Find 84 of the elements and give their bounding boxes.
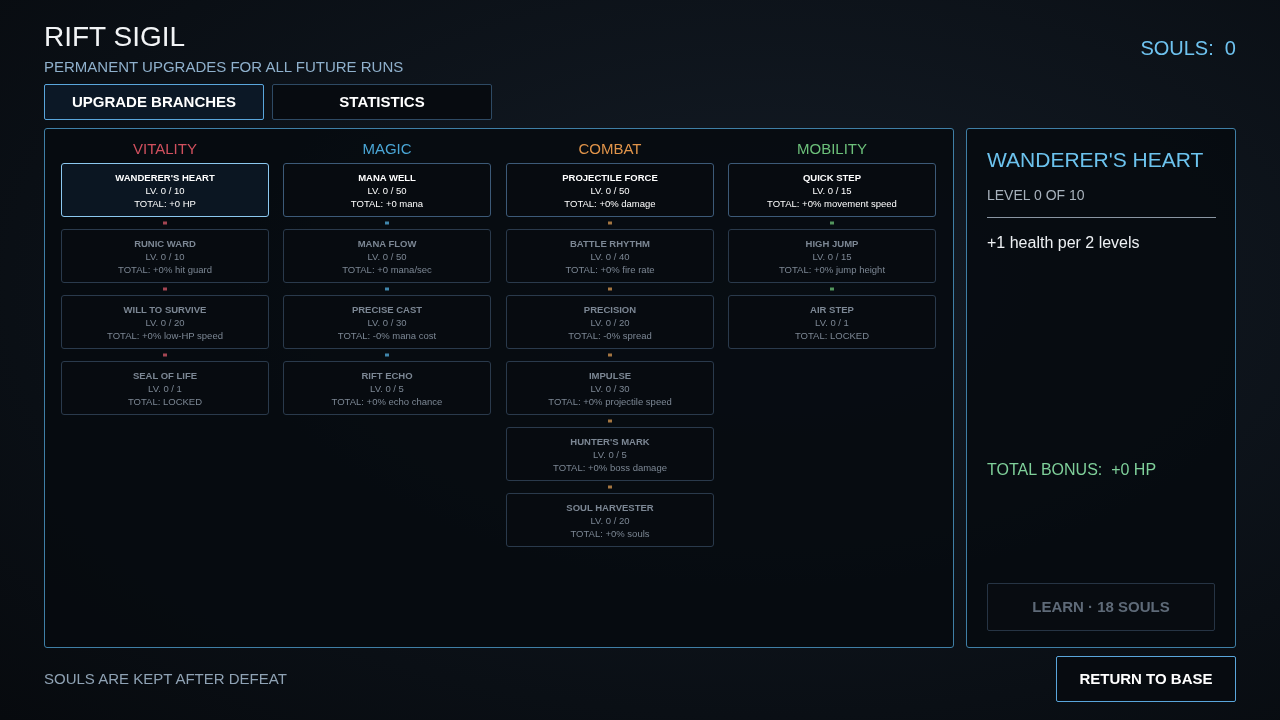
upgrade-name: BATTLE RHYTHM	[569, 237, 650, 250]
upgrade-card	[61, 163, 269, 217]
level-text: LV. 0 / 1	[148, 382, 182, 395]
branch-heading: VITALITY	[132, 140, 198, 158]
upgrade-name: HIGH JUMP	[805, 237, 859, 250]
level-text: LEVEL 0 OF 10	[987, 186, 1085, 204]
branch-heading: MOBILITY	[796, 140, 868, 158]
total-text: TOTAL: +0 mana	[350, 197, 424, 210]
level-text: LV. 0 / 20	[145, 316, 185, 329]
upgrade-card	[506, 493, 714, 547]
upgrade-card	[506, 229, 714, 283]
total-text: TOTAL: +0% souls	[570, 527, 650, 540]
tab: UPGRADE BRANCHES	[44, 84, 264, 120]
detail-title: WANDERER'S HEART	[987, 147, 1204, 173]
total-text: TOTAL: +0% movement speed	[767, 197, 897, 210]
upgrade-card	[283, 229, 491, 283]
level-text: LV. 0 / 5	[370, 382, 404, 395]
upgrade-card	[506, 163, 714, 217]
upgrade-name: PRECISE CAST	[351, 303, 423, 316]
total-text: TOTAL: +0% hit guard	[118, 263, 212, 276]
upgrade-name: QUICK STEP	[802, 171, 862, 184]
upgrade-card	[61, 295, 269, 349]
upgrade-card	[506, 295, 714, 349]
level-text: LV. 0 / 50	[590, 184, 630, 197]
level-text: LV. 0 / 15	[812, 250, 852, 263]
level-text: LV. 0 / 10	[145, 184, 185, 197]
upgrade-card	[61, 229, 269, 283]
upgrade-card	[728, 163, 936, 217]
upgrade-name: PROJECTILE FORCE	[562, 171, 658, 184]
souls-counter: SOULS: 0	[1140, 36, 1236, 61]
total-text: TOTAL: -0% mana cost	[337, 329, 437, 342]
level-text: LV. 0 / 20	[590, 514, 630, 527]
upgrade-name: RIFT ECHO	[361, 369, 413, 382]
level-text: LV. 0 / 5	[593, 448, 627, 461]
level-text: LV. 0 / 15	[812, 184, 852, 197]
level-text: LV. 0 / 30	[590, 382, 630, 395]
total-text: TOTAL: +0% echo chance	[331, 395, 443, 408]
total-text: TOTAL: LOCKED	[127, 395, 203, 408]
upgrade-card	[283, 295, 491, 349]
upgrade-name: PRECISION	[583, 303, 637, 316]
upgrade-card	[283, 361, 491, 415]
return-button: RETURN TO BASE	[1056, 656, 1236, 702]
upgrade-name: IMPULSE	[588, 369, 632, 382]
total-text: TOTAL: +0 HP	[134, 197, 196, 210]
subtitle: PERMANENT UPGRADES FOR ALL FUTURE RUNS	[44, 58, 404, 76]
level-text: LV. 0 / 50	[367, 250, 407, 263]
level-text: LV. 0 / 50	[367, 184, 407, 197]
level-text: LV. 0 / 1	[815, 316, 849, 329]
level-text: LV. 0 / 10	[145, 250, 185, 263]
total-text: TOTAL: +0 mana/sec	[342, 263, 432, 276]
upgrade-name: RUNIC WARD	[134, 237, 196, 250]
branch-heading: COMBAT	[577, 140, 643, 158]
upgrade-name: WILL TO SURVIVE	[123, 303, 207, 316]
upgrade-name: SOUL HARVESTER	[566, 501, 654, 514]
upgrade-name: MANA WELL	[358, 171, 416, 184]
level-text: LV. 0 / 20	[590, 316, 630, 329]
total-text: TOTAL: +0% jump height	[778, 263, 886, 276]
tab: STATISTICS	[272, 84, 492, 120]
upgrade-card	[506, 427, 714, 481]
upgrade-card	[728, 295, 936, 349]
upgrade-name: MANA FLOW	[357, 237, 417, 250]
total-text: TOTAL: +0% low-HP speed	[107, 329, 223, 342]
upgrade-card	[283, 163, 491, 217]
upgrade-card	[728, 229, 936, 283]
page-title: RIFT SIGIL	[44, 20, 186, 54]
upgrade-name: SEAL OF LIFE	[132, 369, 198, 382]
upgrade-card	[61, 361, 269, 415]
upgrade-name: AIR STEP	[810, 303, 854, 316]
total-text: TOTAL: +0% boss damage	[553, 461, 667, 474]
upgrade-name: WANDERER'S HEART	[115, 171, 215, 184]
total-text: TOTAL: +0% fire rate	[565, 263, 655, 276]
total-bonus: TOTAL BONUS: +0 HP	[987, 460, 1157, 480]
description: +1 health per 2 levels	[987, 233, 1140, 253]
learn-button: LEARN · 18 SOULS	[987, 583, 1215, 631]
branch-heading: MAGIC	[361, 140, 413, 158]
level-text: LV. 0 / 40	[590, 250, 630, 263]
total-text: TOTAL: +0% damage	[564, 197, 656, 210]
footer-note: SOULS ARE KEPT AFTER DEFEAT	[44, 670, 287, 688]
total-text: TOTAL: -0% spread	[568, 329, 652, 342]
upgrade-name: HUNTER'S MARK	[570, 435, 650, 448]
level-text: LV. 0 / 30	[367, 316, 407, 329]
total-text: TOTAL: LOCKED	[794, 329, 870, 342]
upgrade-card	[506, 361, 714, 415]
total-text: TOTAL: +0% projectile speed	[548, 395, 672, 408]
